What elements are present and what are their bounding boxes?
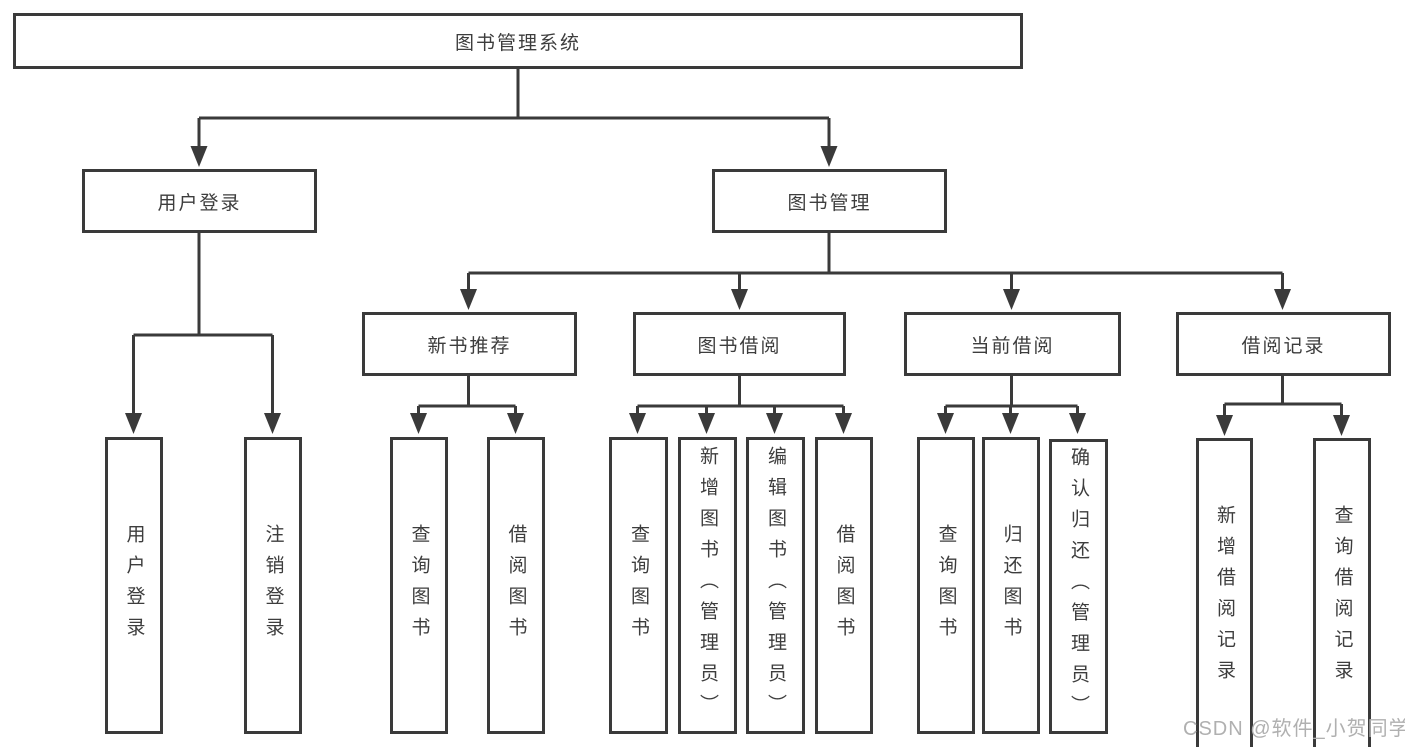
node-library-management-system: 图书管理系统 xyxy=(13,13,1023,69)
node-borrowing-records: 借阅记录 xyxy=(1176,312,1391,376)
leaf-logout: 注销登录 xyxy=(244,437,302,734)
leaf-records-query-borrow-record: 查询借阅记录 xyxy=(1313,438,1371,747)
leaf-borrowing-add-books-admin-label: 新增图书（管理员） xyxy=(697,446,718,725)
csdn-watermark: CSDN @软件_小贺同学 xyxy=(1183,718,1405,740)
leaf-records-add-borrow-record-label: 新增借阅记录 xyxy=(1214,505,1235,691)
leaf-current-confirm-return-admin: 确认归还（管理员） xyxy=(1049,439,1108,734)
leaf-records-query-borrow-record-label: 查询借阅记录 xyxy=(1331,505,1353,691)
node-user-login: 用户登录 xyxy=(82,169,317,233)
leaf-logout-label: 注销登录 xyxy=(262,523,284,648)
leaf-newbook-query-books-label: 查询图书 xyxy=(408,523,430,648)
node-current-borrowing: 当前借阅 xyxy=(904,312,1121,376)
leaf-borrowing-borrow-books: 借阅图书 xyxy=(815,437,873,734)
leaf-current-return-books: 归还图书 xyxy=(982,437,1040,734)
leaf-borrowing-query-books-label: 查询图书 xyxy=(628,523,649,648)
leaf-current-confirm-return-admin-label: 确认归还（管理员） xyxy=(1068,447,1089,726)
leaf-current-return-books-label: 归还图书 xyxy=(1000,523,1022,648)
leaf-current-query-books: 查询图书 xyxy=(917,437,975,734)
node-book-borrowing: 图书借阅 xyxy=(633,312,846,376)
leaf-newbook-borrow-books-label: 借阅图书 xyxy=(505,523,527,648)
leaf-records-add-borrow-record: 新增借阅记录 xyxy=(1196,438,1253,747)
leaf-user-login: 用户登录 xyxy=(105,437,163,734)
leaf-borrowing-borrow-books-label: 借阅图书 xyxy=(833,523,855,648)
leaf-borrowing-query-books: 查询图书 xyxy=(609,437,668,734)
leaf-newbook-query-books: 查询图书 xyxy=(390,437,448,734)
leaf-newbook-borrow-books: 借阅图书 xyxy=(487,437,545,734)
leaf-current-query-books-label: 查询图书 xyxy=(935,523,957,648)
leaf-borrowing-add-books-admin: 新增图书（管理员） xyxy=(678,437,737,734)
leaf-borrowing-edit-books-admin-label: 编辑图书（管理员） xyxy=(765,446,786,725)
node-book-management: 图书管理 xyxy=(712,169,947,233)
node-new-book-recommendation: 新书推荐 xyxy=(362,312,577,376)
leaf-borrowing-edit-books-admin: 编辑图书（管理员） xyxy=(746,437,805,734)
leaf-user-login-label: 用户登录 xyxy=(123,523,145,648)
